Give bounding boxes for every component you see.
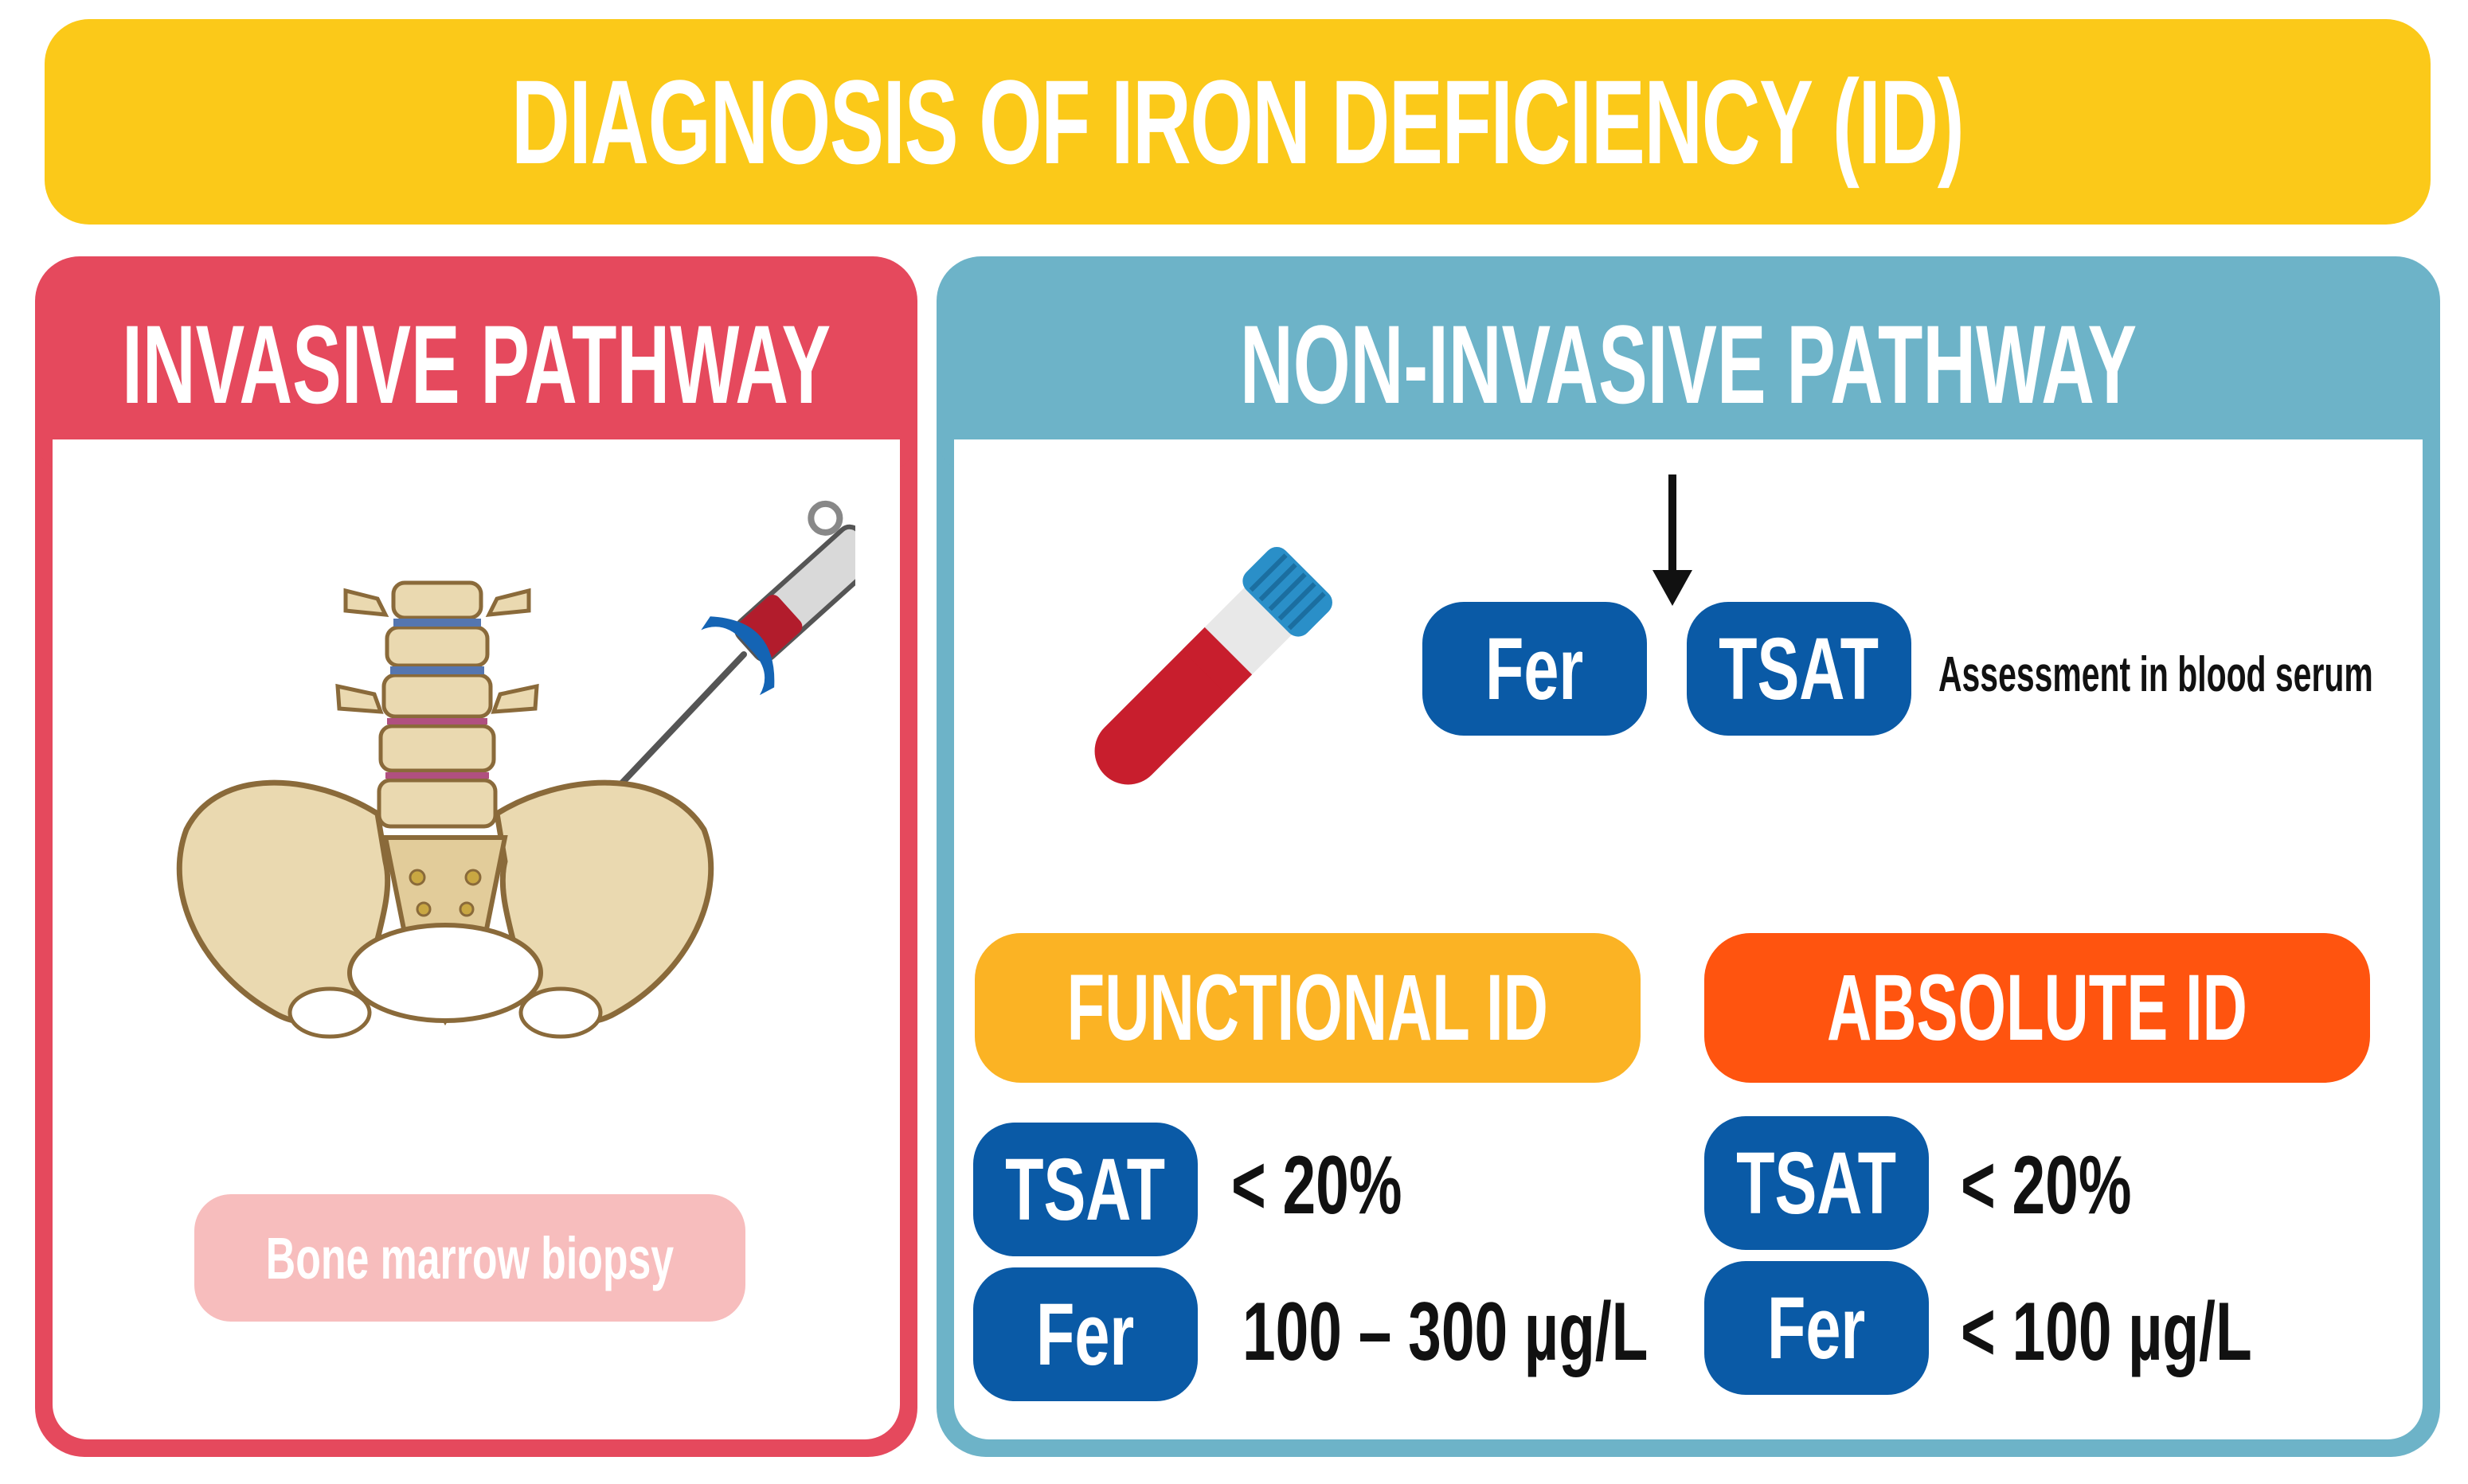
noninvasive-pathway-header: NON-INVASIVE PATHWAY <box>937 256 2440 473</box>
functional-tsat-value: < 20% <box>1231 1139 1402 1232</box>
bone-marrow-biopsy-text: Bone marrow biopsy <box>265 1224 675 1291</box>
absolute-id-header: ABSOLUTE ID <box>1704 933 2370 1083</box>
functional-id-title: FUNCTIONAL ID <box>1066 955 1549 1060</box>
tsat-test-badge: TSAT <box>1687 602 1911 736</box>
pelvis-syringe-icon <box>176 500 855 1039</box>
absolute-tsat-label: TSAT <box>1736 1134 1897 1232</box>
noninvasive-pathway-title: NON-INVASIVE PATHWAY <box>1239 302 2137 427</box>
blood-tube-icon <box>1094 547 1332 785</box>
invasive-pathway-title: INVASIVE PATHWAY <box>122 302 831 427</box>
invasive-pathway-header: INVASIVE PATHWAY <box>35 256 917 473</box>
fer-test-label: Fer <box>1485 619 1584 718</box>
absolute-tsat-badge: TSAT <box>1704 1116 1929 1250</box>
assessment-note: Assessment in blood serum <box>1938 647 2373 702</box>
absolute-fer-badge: Fer <box>1704 1261 1929 1395</box>
absolute-tsat-value: < 20% <box>1961 1139 2132 1232</box>
absolute-fer-label: Fer <box>1767 1279 1866 1377</box>
functional-tsat-label: TSAT <box>1005 1140 1166 1239</box>
functional-tsat-badge: TSAT <box>973 1123 1198 1256</box>
functional-fer-value: 100 – 300 µg/L <box>1242 1286 1649 1378</box>
bone-marrow-biopsy-label: Bone marrow biopsy <box>194 1194 745 1322</box>
fer-test-badge: Fer <box>1422 602 1647 736</box>
arrow-down-icon <box>1653 474 1692 606</box>
tsat-test-label: TSAT <box>1719 619 1879 718</box>
title-banner: DIAGNOSIS OF IRON DEFICIENCY (ID) <box>45 19 2431 225</box>
absolute-id-title: ABSOLUTE ID <box>1827 955 2247 1060</box>
functional-fer-badge: Fer <box>973 1267 1198 1401</box>
functional-id-header: FUNCTIONAL ID <box>975 933 1641 1083</box>
diagram-title: DIAGNOSIS OF IRON DEFICIENCY (ID) <box>511 54 1965 189</box>
functional-fer-label: Fer <box>1036 1285 1135 1384</box>
absolute-fer-value: < 100 µg/L <box>1961 1286 2252 1378</box>
invasive-pathway-panel: INVASIVE PATHWAY <box>35 256 917 1457</box>
